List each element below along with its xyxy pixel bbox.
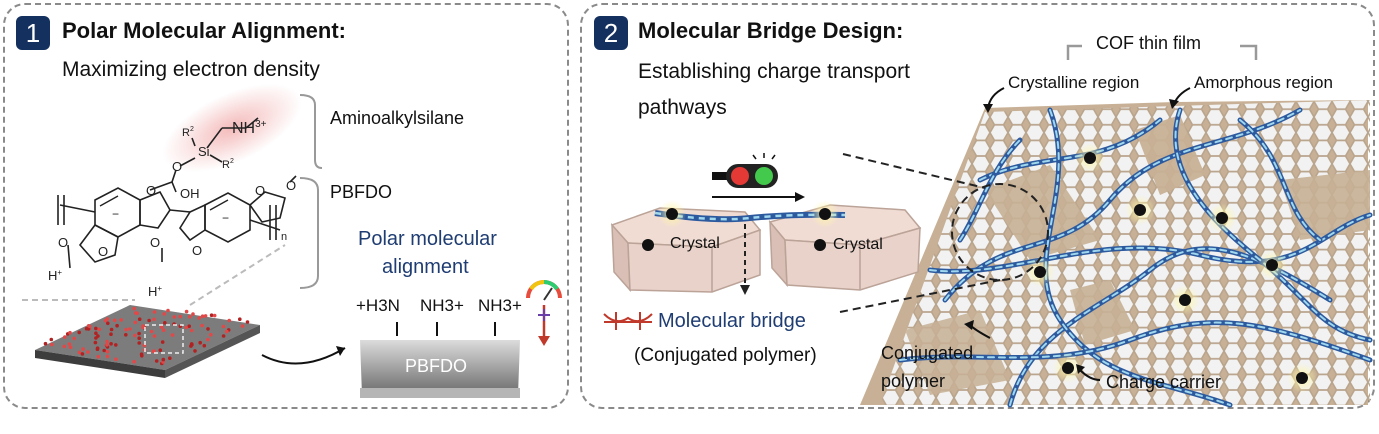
conjugated-label: Conjugated — [881, 343, 974, 363]
traffic-light-icon — [712, 153, 778, 188]
chem-o-low1: O — [58, 235, 68, 250]
surface-group-1: +H3N — [356, 296, 400, 315]
chem-oh: OH — [180, 186, 200, 201]
bridge-icon — [603, 312, 653, 330]
amorphous-patch-2 — [985, 165, 1100, 260]
panel-polar-alignment — [3, 3, 569, 409]
polymer-label: polymer — [881, 371, 946, 391]
surface-group-3: NH3+ — [478, 296, 522, 315]
cof-thin-film-label: COF thin film — [1096, 33, 1202, 53]
chem-o-top: O — [286, 178, 296, 193]
panel-molecular-bridge — [580, 3, 1375, 409]
panel-2-badge: 2 — [594, 16, 628, 50]
panel-1-badge: 1 — [16, 16, 50, 50]
chem-o-ring1: O — [146, 183, 156, 198]
crystal-left-label: Crystal — [670, 235, 720, 252]
chem-o-left: O — [172, 159, 182, 174]
molecular-bridge-label: Molecular bridge — [658, 310, 806, 332]
pbfdo-structure-diagram: R2 Si R2 O OH n O O O O O O O H+ H+ − − … — [22, 83, 562, 398]
panel-1-subtitle: Maximizing electron density — [62, 58, 320, 81]
gauge-icon — [526, 280, 562, 346]
film-molecules — [43, 306, 250, 366]
chem-si: Si — [198, 144, 210, 159]
aminoalkylsilane-brace — [299, 94, 323, 169]
crystalline-region-label: Crystalline region — [1008, 73, 1140, 92]
film-block-icon — [360, 340, 520, 398]
charge-carriers — [1025, 143, 1317, 393]
panel-1-title: Polar Molecular Alignment: — [62, 18, 347, 43]
polar-alignment-label-line1: Polar molecular — [358, 228, 497, 250]
film-block-label: PBFDO — [405, 356, 468, 376]
chem-o-low4: O — [192, 243, 202, 258]
chem-o-low3: O — [150, 235, 160, 250]
chem-r2-top: R2 — [182, 126, 194, 139]
chem-n: n — [281, 231, 287, 243]
chem-o-low2: O — [98, 244, 108, 259]
panel-2-title: Molecular Bridge Design: — [638, 18, 904, 43]
surface-group-2: NH3+ — [420, 296, 464, 315]
aminoalkylsilane-label: Aminoalkylsilane — [330, 108, 465, 128]
cof-bracket — [1066, 44, 1258, 60]
amorphous-patch-3 — [1070, 280, 1135, 345]
pbfdo-label: PBFDO — [330, 182, 393, 202]
chem-o-ring2: O — [255, 183, 265, 198]
film-plate — [35, 305, 260, 378]
chem-r2-right: R2 — [222, 158, 234, 171]
chem-minus-1: − — [112, 207, 119, 221]
panel-2-subtitle-line2: pathways — [638, 96, 727, 119]
crystal-right-label: Crystal — [833, 236, 883, 253]
polar-alignment-label-line2: alignment — [382, 256, 469, 278]
amorphous-region-label: Amorphous region — [1194, 73, 1333, 92]
panel-2-subtitle-line1: Establishing charge transport — [638, 60, 910, 83]
amorphous-patch-5 — [905, 310, 1010, 395]
charge-carrier-label: Charge carrier — [1106, 372, 1222, 392]
conjugated-polymer-paren-label: (Conjugated polymer) — [634, 345, 817, 366]
chem-minus-2: − — [222, 211, 229, 225]
pbfdo-brace — [299, 177, 319, 289]
